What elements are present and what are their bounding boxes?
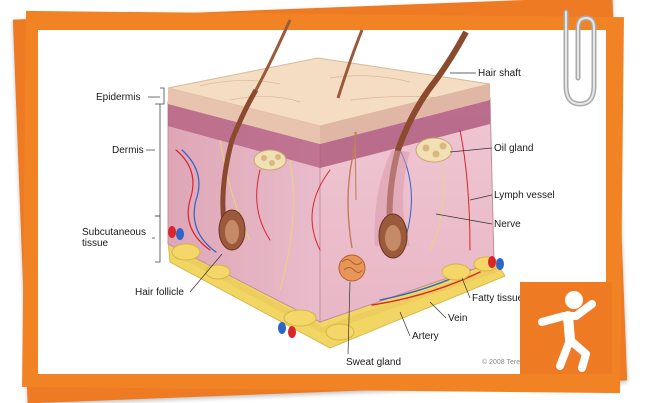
label-oil-gland: Oil gland	[494, 143, 534, 154]
label-dermis: Dermis	[112, 145, 144, 156]
sweat-gland	[338, 131, 366, 282]
activity-badge	[520, 282, 612, 374]
blood-vessels	[175, 129, 481, 306]
label-sweat-gland: Sweat gland	[346, 357, 402, 368]
hair-follicle-left	[218, 19, 292, 251]
epidermis-right-edge	[320, 84, 490, 144]
label-epidermis: Epidermis	[96, 92, 141, 103]
oil-gland-left	[253, 149, 287, 171]
label-subcutaneous-line1: Subcutaneous	[82, 227, 146, 238]
vessel-ends	[168, 226, 504, 338]
person-jumping-icon	[538, 291, 596, 372]
label-artery: Artery	[412, 331, 439, 342]
dermis-top-band-front	[168, 104, 320, 168]
hair-follicle-right	[374, 30, 469, 259]
label-vein: Vein	[448, 313, 468, 324]
oil-gland-right	[415, 137, 453, 163]
copyright-text: © 2008 Tere	[482, 359, 521, 366]
label-lymph-vessel: Lymph vessel	[494, 190, 555, 201]
label-subcutaneous-line2: tissue	[82, 238, 109, 249]
layer-brackets	[155, 87, 165, 263]
nerve-fibers	[219, 139, 444, 291]
paperclip-icon	[563, 9, 597, 107]
leader-lines	[146, 72, 493, 355]
epidermis-texture	[199, 75, 441, 103]
fat-lobules	[171, 243, 499, 341]
label-hair-shaft: Hair shaft	[478, 68, 521, 79]
label-hair-follicle: Hair follicle	[135, 287, 184, 298]
label-fatty-tissue: Fatty tissue	[472, 293, 524, 304]
label-nerve: Nerve	[494, 219, 521, 230]
